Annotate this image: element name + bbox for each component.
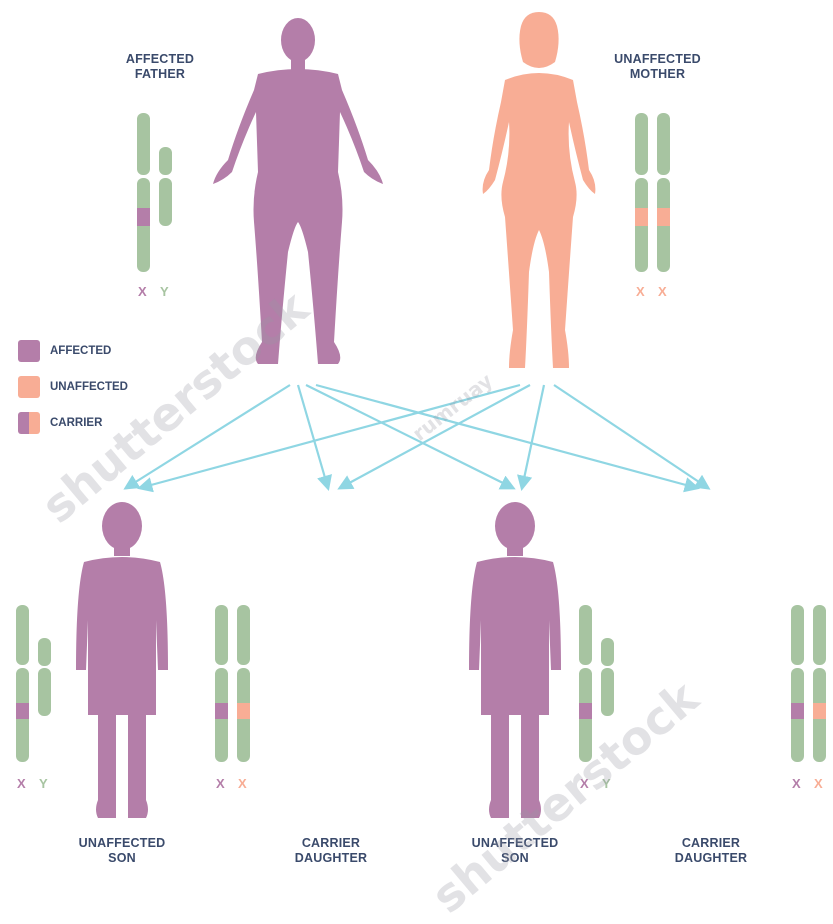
mother-chromosomes [635, 113, 670, 272]
legend: AFFECTED UNAFFECTED CARRIER [18, 333, 128, 441]
legend-label-carrier: CARRIER [50, 417, 102, 429]
legend-label-affected: AFFECTED [50, 345, 111, 357]
carrier-swatch [18, 412, 40, 434]
son-2-silhouette [469, 502, 561, 818]
mother-chromosome-x2: X [658, 285, 667, 299]
arrow-father-daughter1 [298, 385, 328, 488]
son-1-label-line1: UNAFFECTED [62, 836, 182, 851]
daughter-1-label-line2: DAUGHTER [271, 851, 391, 866]
daughter-2-chromosome-x2: X [814, 777, 823, 791]
arrow-mother-son1 [140, 385, 520, 488]
son-1-silhouette [76, 502, 168, 818]
mother-label-line1: UNAFFECTED [595, 52, 720, 67]
arrow-mother-daughter1 [340, 385, 530, 488]
son-1-label: UNAFFECTED SON [62, 836, 182, 866]
mother-label: UNAFFECTED MOTHER [595, 52, 720, 82]
inheritance-arrows [126, 385, 708, 488]
father-chromosome-x: X [138, 285, 147, 299]
father-label-line1: AFFECTED [100, 52, 220, 67]
daughter-1-chromosome-x1: X [216, 777, 225, 791]
legend-label-unaffected: UNAFFECTED [50, 381, 128, 393]
father-label: AFFECTED FATHER [100, 52, 220, 82]
son-2-label: UNAFFECTED SON [455, 836, 575, 866]
daughter-2-chromosomes [791, 605, 826, 762]
son-2-label-line1: UNAFFECTED [455, 836, 575, 851]
legend-item-unaffected: UNAFFECTED [18, 369, 128, 405]
father-chromosome-y: Y [160, 285, 169, 299]
mother-chromosome-x1: X [636, 285, 645, 299]
son-1-chromosome-x: X [17, 777, 26, 791]
mother-label-line2: MOTHER [595, 67, 720, 82]
arrow-mother-son2 [522, 385, 544, 488]
son-1-chromosomes [16, 605, 51, 762]
arrow-mother-daughter2 [554, 385, 708, 488]
mother-silhouette [483, 12, 596, 368]
daughter-1-chromosomes [215, 605, 250, 762]
son-2-chromosome-y: Y [602, 777, 611, 791]
arrow-father-daughter2 [316, 385, 697, 488]
son-2-chromosome-x: X [580, 777, 589, 791]
daughter-1-label: CARRIER DAUGHTER [271, 836, 391, 866]
daughter-1-label-line1: CARRIER [271, 836, 391, 851]
son-2-chromosomes [579, 605, 614, 762]
father-silhouette [213, 18, 383, 364]
daughter-2-label-line1: CARRIER [651, 836, 771, 851]
son-1-label-line2: SON [62, 851, 182, 866]
legend-item-carrier: CARRIER [18, 405, 128, 441]
father-chromosomes [137, 113, 172, 272]
arrow-father-son2 [306, 385, 513, 488]
son-1-chromosome-y: Y [39, 777, 48, 791]
affected-swatch [18, 340, 40, 362]
daughter-1-silhouette [273, 502, 389, 818]
daughter-2-silhouette [653, 502, 769, 818]
daughter-2-chromosome-x1: X [792, 777, 801, 791]
daughter-2-label: CARRIER DAUGHTER [651, 836, 771, 866]
son-2-label-line2: SON [455, 851, 575, 866]
daughter-2-label-line2: DAUGHTER [651, 851, 771, 866]
arrow-father-son1 [126, 385, 290, 488]
legend-item-affected: AFFECTED [18, 333, 128, 369]
inheritance-diagram: AFFECTED FATHER UNAFFECTED MOTHER X Y X … [0, 0, 833, 872]
daughter-1-chromosome-x2: X [238, 777, 247, 791]
father-label-line2: FATHER [100, 67, 220, 82]
unaffected-swatch [18, 376, 40, 398]
